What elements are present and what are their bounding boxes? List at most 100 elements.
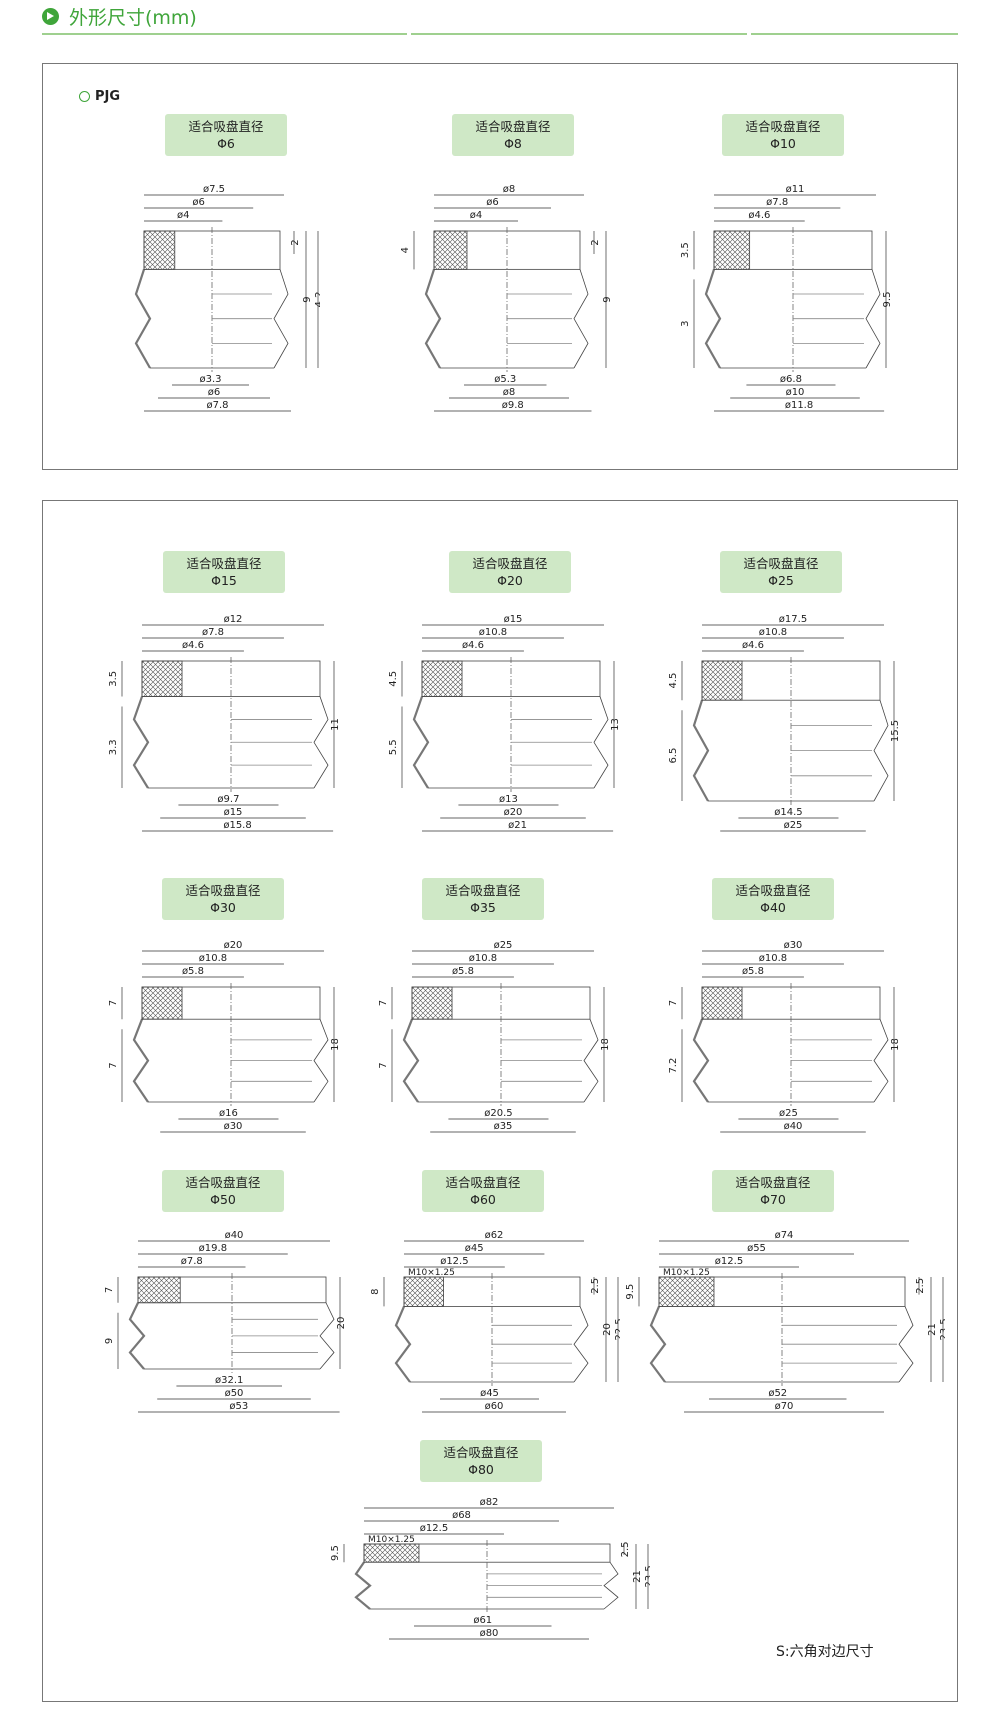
dimension-label: 22.5 [614, 1318, 620, 1340]
hatched-section [141, 660, 183, 697]
dimension-label: ø5.8 [452, 966, 474, 977]
dimension-label: ø12.5 [715, 1256, 743, 1267]
thread-label: M10×1.25 [368, 1535, 415, 1545]
dimension-label: ø30 [224, 1121, 243, 1132]
dimension-label: 9.5 [625, 1284, 636, 1300]
dimension-label: ø12.5 [420, 1523, 448, 1534]
dimension-label: ø12 [224, 614, 243, 625]
dimension-label: ø21 [508, 820, 527, 831]
dimension-label: 2.5 [620, 1542, 631, 1558]
dimension-label: ø16 [219, 1108, 238, 1119]
hatched-section [403, 1276, 444, 1307]
dimension-label: 9 [302, 296, 313, 302]
dimension-label: 20 [602, 1323, 613, 1336]
dimension-label: 4 [400, 247, 411, 253]
dimension-label: ø6 [208, 387, 220, 398]
dimension-label: ø10.8 [199, 953, 227, 964]
dimension-label: 2 [290, 239, 301, 245]
dimension-label: 3 [680, 320, 691, 326]
hatched-section [143, 230, 176, 270]
panel-small-cups [42, 63, 958, 470]
cup-outline [692, 983, 889, 1106]
dimension-label: ø7.5 [203, 184, 225, 195]
dimension-label: 7 [108, 1062, 119, 1068]
dimension-label: ø52 [768, 1388, 787, 1399]
dimension-label: 5.5 [388, 739, 399, 755]
dimension-label: ø60 [485, 1401, 504, 1412]
dimension-label: ø80 [480, 1628, 499, 1639]
dimension-label: 2.5 [915, 1278, 926, 1294]
hatched-section [701, 986, 743, 1020]
dimension-label: 18 [330, 1038, 341, 1051]
dimension-label: 7 [104, 1287, 115, 1293]
dimension-label: 9 [602, 296, 613, 302]
dimension-label: ø5.8 [742, 966, 764, 977]
dimension-label: 3.3 [108, 739, 119, 755]
thread-label: M10×1.25 [663, 1268, 710, 1278]
dimension-label: 3.5 [108, 671, 119, 687]
dimension-label: 3.5 [680, 242, 691, 258]
cup-outline [424, 227, 589, 372]
dimension-label: ø70 [775, 1401, 794, 1412]
dimension-label: ø68 [452, 1510, 471, 1521]
dimension-label: ø20.5 [484, 1108, 512, 1119]
hatched-section [701, 660, 743, 701]
dimension-label: ø20 [224, 940, 243, 951]
cup-outline [354, 1540, 619, 1613]
dimension-label: ø25 [779, 1108, 798, 1119]
dimension-label: ø15 [504, 614, 523, 625]
dimension-label: ø9.8 [502, 400, 524, 411]
dimension-label: 18 [600, 1038, 611, 1051]
section-header: 外形尺寸(mm) [42, 2, 197, 30]
dimension-label: ø6.8 [780, 374, 802, 385]
hatched-section [433, 230, 468, 270]
dimension-label: ø4.6 [742, 640, 764, 651]
dimension-label: ø10.8 [759, 953, 787, 964]
dimension-label: ø25 [494, 940, 513, 951]
dimension-label: ø10 [786, 387, 805, 398]
dimension-label: ø20 [504, 807, 523, 818]
thread-label: M10×1.25 [408, 1268, 455, 1278]
arrow-circle-icon [42, 7, 59, 25]
dimension-label: 15.5 [890, 720, 901, 742]
dimension-label: 2.5 [590, 1278, 601, 1294]
cup-outline [134, 227, 289, 372]
dimension-label: ø45 [465, 1243, 484, 1254]
dimension-label: ø40 [225, 1230, 244, 1241]
dimension-label: ø7.8 [206, 400, 228, 411]
dimension-label: ø5.8 [182, 966, 204, 977]
dimension-label: 7 [378, 1000, 389, 1006]
dimension-label: ø25 [784, 820, 803, 831]
cup-outline [704, 227, 881, 372]
dimension-label: 4.2 [314, 292, 320, 308]
dimension-label: 7 [378, 1062, 389, 1068]
dimension-label: ø4 [177, 210, 189, 221]
dimension-label: ø12.5 [440, 1256, 468, 1267]
dimension-label: 4.5 [388, 671, 399, 687]
hatched-section [658, 1276, 715, 1307]
cup-outline [128, 1273, 335, 1373]
series-label: PJG [79, 89, 120, 104]
dimension-label: ø7.8 [766, 197, 788, 208]
dimension-label: ø10.8 [759, 627, 787, 638]
